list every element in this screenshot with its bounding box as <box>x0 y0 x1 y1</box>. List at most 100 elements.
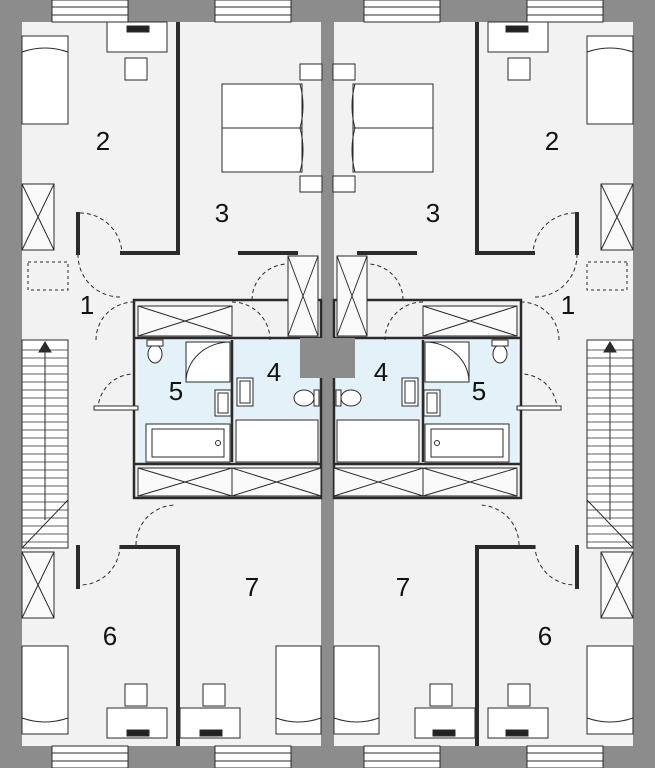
toilet <box>340 389 362 407</box>
door-swing <box>135 504 177 546</box>
room-label-left-bathroom-5: 5 <box>169 376 183 406</box>
door-swing <box>478 504 520 546</box>
door-swing <box>79 544 121 586</box>
wardrobe <box>287 255 319 337</box>
door-swing <box>534 254 578 298</box>
door-swing <box>366 263 404 301</box>
door-swing <box>97 373 135 411</box>
unit-right <box>332 0 634 768</box>
chair <box>507 683 531 707</box>
partition-wall <box>176 22 180 254</box>
chair <box>507 57 531 81</box>
wardrobe <box>137 305 233 337</box>
room-label-left-bedroom-2: 2 <box>96 126 110 156</box>
units <box>21 0 634 768</box>
room-label-right-wc-4: 4 <box>374 357 388 387</box>
room-label-left-wc-4: 4 <box>267 357 281 387</box>
toilet-cistern <box>491 339 509 347</box>
partition-wall <box>120 545 180 549</box>
arrow-up-icon <box>38 341 52 353</box>
door-leaf <box>93 405 139 411</box>
window <box>363 0 441 23</box>
room-label-left-hall-1: 1 <box>80 290 94 320</box>
chair <box>124 57 148 81</box>
door-swing <box>95 301 135 341</box>
washbasin <box>423 389 441 417</box>
laptop-icon <box>432 729 456 737</box>
toilet-cistern <box>146 339 164 347</box>
door-swing <box>251 263 289 301</box>
room-label-right-bedroom-3: 3 <box>426 198 440 228</box>
bed <box>586 35 634 125</box>
window <box>363 745 441 768</box>
wardrobe <box>600 551 634 619</box>
room-label-left-bedroom-3: 3 <box>215 198 229 228</box>
partition-wall <box>575 545 579 589</box>
double-bed <box>332 63 434 193</box>
room-label-left-bedroom-7: 7 <box>245 572 259 602</box>
service-shaft <box>300 338 355 378</box>
partition-wall <box>475 22 479 254</box>
toilet <box>293 389 315 407</box>
laptop-icon <box>126 729 150 737</box>
partition-wall <box>475 545 535 549</box>
wardrobe <box>21 551 55 619</box>
toilet-cistern <box>335 389 342 407</box>
toilet-cistern <box>313 389 320 407</box>
laptop-icon <box>199 729 223 737</box>
wet-core-outline <box>332 298 523 500</box>
desk <box>414 683 476 739</box>
partition-wall <box>238 251 298 255</box>
shower-tray <box>235 419 319 463</box>
bed <box>275 645 322 735</box>
room-label-right-bedroom-6: 6 <box>538 621 552 651</box>
partition-wall <box>357 251 417 255</box>
radiator <box>586 261 628 291</box>
partition-wall <box>176 545 180 746</box>
desk <box>106 683 168 739</box>
bed <box>21 35 69 125</box>
wet-core-outline <box>132 298 323 500</box>
bed <box>586 645 634 735</box>
desk <box>487 683 549 739</box>
chair <box>429 683 453 707</box>
room-label-right-hall-1: 1 <box>561 290 575 320</box>
party-wall <box>321 0 334 768</box>
door-swing <box>520 301 560 341</box>
shower-tray <box>336 419 420 463</box>
door-swing <box>79 212 123 256</box>
door-swing <box>534 544 576 586</box>
shower-tray <box>185 341 231 383</box>
shower-tray <box>424 341 470 383</box>
partition-wall <box>120 251 180 255</box>
window <box>214 745 292 768</box>
desk <box>106 21 168 81</box>
window <box>526 745 604 768</box>
wardrobe <box>422 467 518 497</box>
door-swing <box>77 254 121 298</box>
washbasin <box>214 389 232 417</box>
partition-wall <box>475 251 535 255</box>
toilet <box>492 344 508 364</box>
room-label-right-bathroom-5: 5 <box>472 376 486 406</box>
room-label-left-bedroom-6: 6 <box>103 621 117 651</box>
washbasin <box>401 377 419 407</box>
door-swing <box>520 373 558 411</box>
door-leaf <box>516 405 562 411</box>
laptop-icon <box>505 729 529 737</box>
wardrobe <box>333 467 424 497</box>
wardrobe <box>600 183 634 251</box>
bathtub <box>145 423 231 463</box>
window <box>214 0 292 23</box>
staircase <box>586 339 634 549</box>
laptop-icon <box>505 25 529 33</box>
unit-left <box>21 0 323 768</box>
window <box>51 745 129 768</box>
wardrobe <box>336 255 368 337</box>
chair <box>124 683 148 707</box>
staircase <box>21 339 69 549</box>
radiator <box>27 261 69 291</box>
wardrobe <box>231 467 322 497</box>
